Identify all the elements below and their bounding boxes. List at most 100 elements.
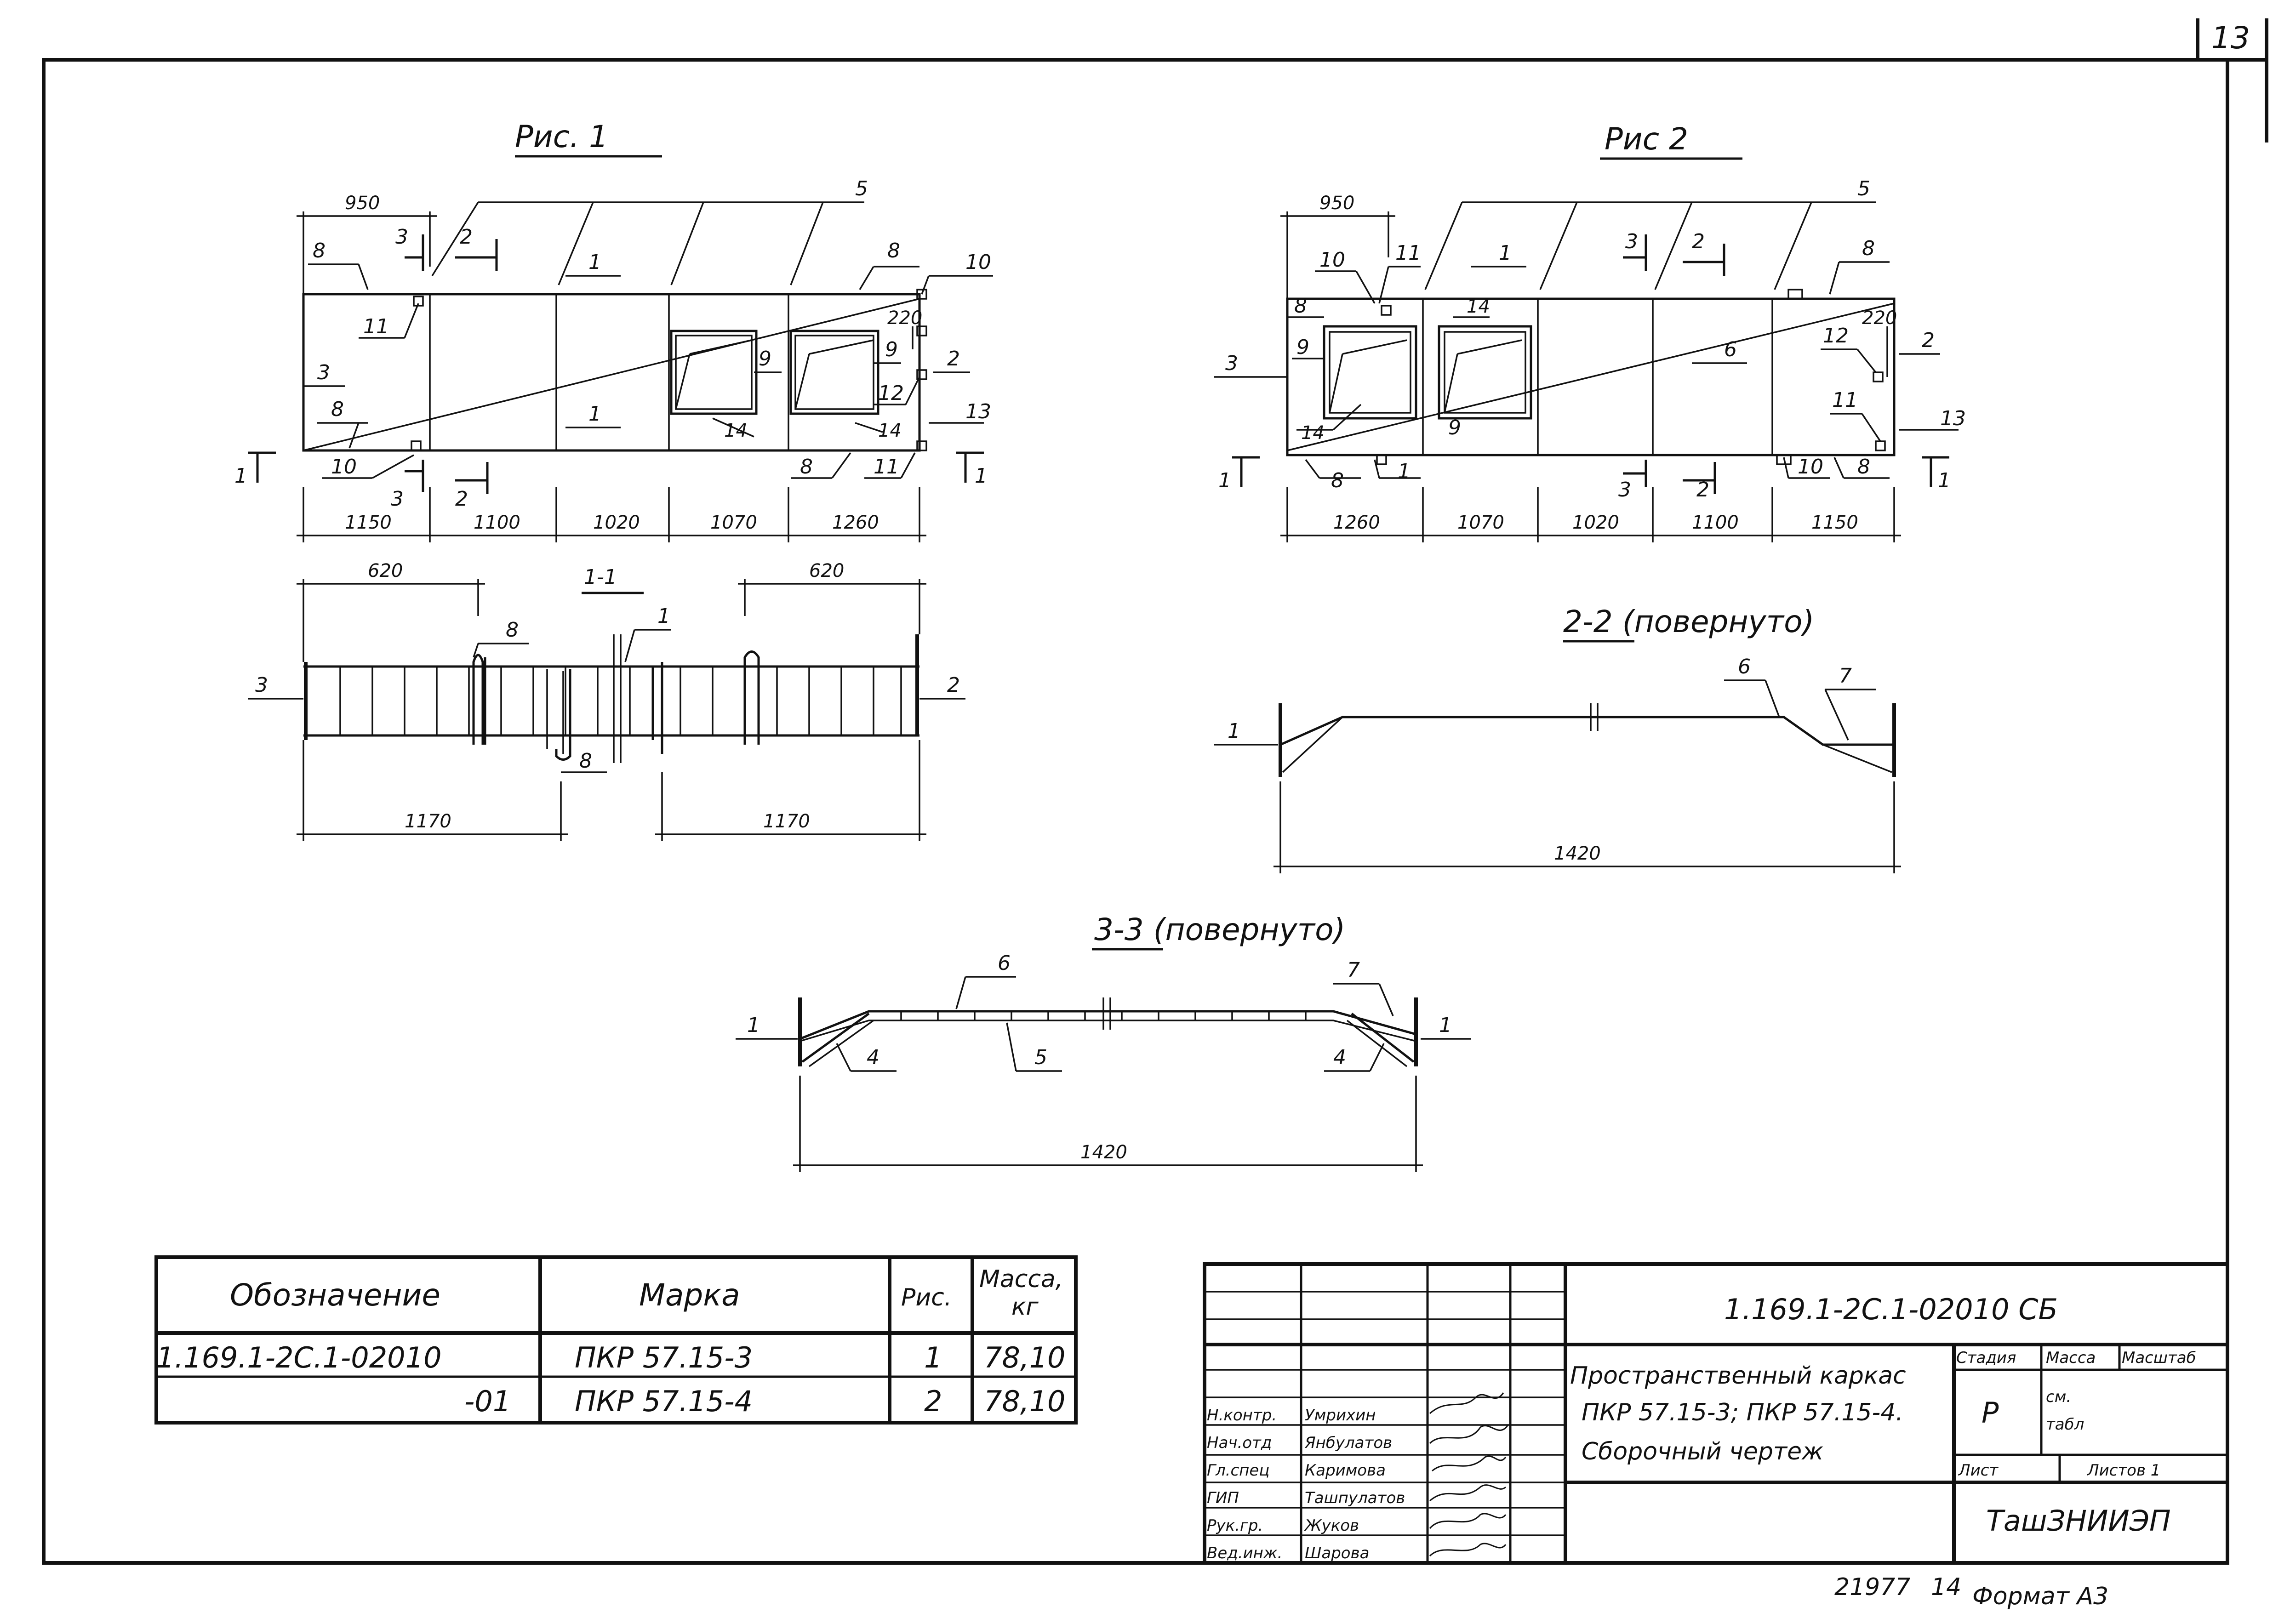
- title-name-3: Каримова: [1305, 1461, 1386, 1480]
- fig1-label-8a: 8: [313, 239, 326, 262]
- section33-width: 1420: [1080, 1142, 1127, 1163]
- title-role-5: Рук.гр.: [1207, 1516, 1263, 1535]
- spec-table: Обозначение Марка Рис. Масса,кг 1.169.1-…: [154, 1255, 1078, 1425]
- section11-bottom-dim-2: 1170: [763, 811, 810, 832]
- title-name-2: Янбулатов: [1304, 1434, 1392, 1452]
- fig2-label-11b: 11: [1832, 388, 1858, 412]
- fig2-label-1b: 1: [1398, 460, 1411, 483]
- fig2-label-13: 13: [1940, 407, 1966, 430]
- fig1-cut-3-bottom: 3: [391, 487, 404, 511]
- fig1-dim-220: 220: [887, 308, 922, 329]
- fig1-dim-5: 1260: [832, 512, 879, 533]
- fig2-dim-4: 1100: [1692, 512, 1739, 533]
- bottom-number: 21977: [1834, 1573, 1910, 1601]
- section11-label-8a: 8: [506, 618, 519, 642]
- fig1-label-12: 12: [878, 382, 904, 405]
- fig2-label-8b: 8: [1331, 469, 1344, 492]
- fig1-label-1a: 1: [588, 251, 601, 274]
- fig1-cut-2-top: 2: [460, 225, 473, 249]
- title-name-line-1: Пространственный каркас: [1570, 1362, 1906, 1390]
- title-name-line-2: ПКР 57.15-3; ПКР 57.15-4.: [1582, 1399, 1903, 1426]
- title-role-4: ГИП: [1207, 1489, 1239, 1507]
- title-role-1: Н.контр.: [1207, 1406, 1277, 1425]
- spec-header-fig: Рис.: [901, 1284, 952, 1311]
- fig1-label-10b: 10: [331, 455, 357, 479]
- fig2-label-3: 3: [1225, 352, 1238, 375]
- fig2-cut-3-bottom: 3: [1618, 478, 1631, 501]
- fig2-label-6: 6: [1724, 338, 1737, 361]
- section11-stirrups: [339, 667, 902, 735]
- spec-header-mass: Масса,кг: [979, 1265, 1063, 1321]
- bottom-14: 14: [1931, 1573, 1961, 1601]
- fig1-dim-2: 1100: [474, 512, 520, 533]
- fig1-label-10a: 10: [965, 251, 991, 274]
- fig2-cut-marks: 1 1 3 3 2 2: [1218, 230, 1951, 501]
- fig2-label-9b: 9: [1448, 416, 1461, 439]
- fig1-label-3: 3: [317, 361, 330, 384]
- fig1-label-14a: 14: [724, 420, 748, 441]
- spec-row2-designation: -01: [464, 1385, 511, 1418]
- fig1-label-8d: 8: [800, 455, 813, 479]
- spec-row1-designation: 1.169.1-2С.1-02010: [156, 1341, 442, 1374]
- section22-label-1: 1: [1228, 719, 1240, 743]
- spec-row1-mark: ПКР 57.15-3: [575, 1341, 753, 1374]
- title-name-4: Ташпулатов: [1305, 1489, 1405, 1507]
- section-3-3: 3-3 (повернуто) 1 1 6: [736, 912, 1471, 1172]
- title-name-5: Жуков: [1304, 1516, 1359, 1535]
- fig2-label-9a: 9: [1296, 336, 1309, 359]
- section11-title: 1-1: [584, 565, 617, 589]
- title-stage-label: Стадия: [1956, 1349, 2016, 1367]
- section11-label-8b: 8: [579, 749, 592, 773]
- fig1-label-11b: 11: [874, 455, 899, 479]
- fig2-label-1a: 1: [1499, 241, 1512, 265]
- fig2-label-10b: 10: [1798, 455, 1823, 479]
- section33-ribs: [900, 1011, 1307, 1020]
- section33-label-1b: 1: [1439, 1014, 1452, 1037]
- spec-header-designation: Обозначение: [230, 1277, 440, 1313]
- fig2-dim-2: 1070: [1457, 512, 1504, 533]
- section11-top-dim-1: 620: [368, 560, 403, 581]
- title-block-rows: [1205, 1291, 1565, 1536]
- title-role-6: Вед.инж.: [1207, 1544, 1282, 1562]
- fig1-label-14b: 14: [878, 420, 902, 441]
- figure-2: Рис 2 5 1 10 11 14 8: [1214, 121, 1966, 542]
- figure-1: Рис. 1 5 1 1 8 8 10: [234, 119, 993, 542]
- title-roles: Н.контр. Нач.отд Гл.спец ГИП Рук.гр. Вед…: [1207, 1406, 1282, 1562]
- fig2-label-14b: 14: [1301, 422, 1325, 444]
- title-mass-value-2: табл: [2046, 1415, 2084, 1434]
- fig1-label-5: 5: [855, 177, 868, 200]
- fig2-label-5: 5: [1857, 177, 1870, 200]
- title-mass-label: Масса: [2046, 1349, 2096, 1367]
- fig1-dim-4: 1070: [710, 512, 757, 533]
- section33-label-1a: 1: [747, 1014, 760, 1037]
- fig2-label-10: 10: [1319, 248, 1345, 272]
- section33-label-6: 6: [998, 952, 1011, 975]
- section-1-1: 1-1: [248, 560, 965, 841]
- fig2-label-8c: 8: [1862, 237, 1875, 260]
- title-name-1: Умрихин: [1305, 1406, 1376, 1425]
- fig1-cut-marks: 1 1 3 3 2 2: [234, 225, 988, 511]
- fig2-top-dim: 950: [1319, 193, 1354, 214]
- section11-label-1: 1: [657, 604, 670, 628]
- fig1-label-9a: 9: [759, 347, 771, 370]
- format-label: Формат А3: [1972, 1583, 2108, 1610]
- title-org: ТашЗНИИЭП: [1986, 1504, 2171, 1538]
- fig2-dim-3: 1020: [1572, 512, 1619, 533]
- title-name-line-3: Сборочный чертеж: [1582, 1438, 1823, 1465]
- section22-title: 2-2 (повернуто): [1563, 604, 1814, 639]
- title-name-6: Шарова: [1305, 1544, 1369, 1562]
- title-mass-value-1: см.: [2046, 1388, 2071, 1406]
- title-stage-value: Р: [1982, 1396, 1999, 1430]
- fig1-cut-1-right: 1: [975, 464, 988, 488]
- title-role-2: Нач.отд: [1207, 1434, 1272, 1452]
- fig1-top-dim: 950: [345, 193, 380, 214]
- fig2-dim-5: 1150: [1811, 512, 1858, 533]
- fig2-dim-220: 220: [1862, 308, 1897, 329]
- spec-header-mark: Марка: [639, 1277, 740, 1313]
- section22-width: 1420: [1554, 843, 1601, 864]
- fig2-label-8d: 8: [1857, 455, 1870, 479]
- section11-label-2: 2: [947, 673, 960, 697]
- title-doc-code: 1.169.1-2С.1-02010 СБ: [1724, 1293, 2058, 1326]
- fig2-label-12: 12: [1823, 324, 1849, 348]
- title-signatures: [1429, 1392, 1509, 1557]
